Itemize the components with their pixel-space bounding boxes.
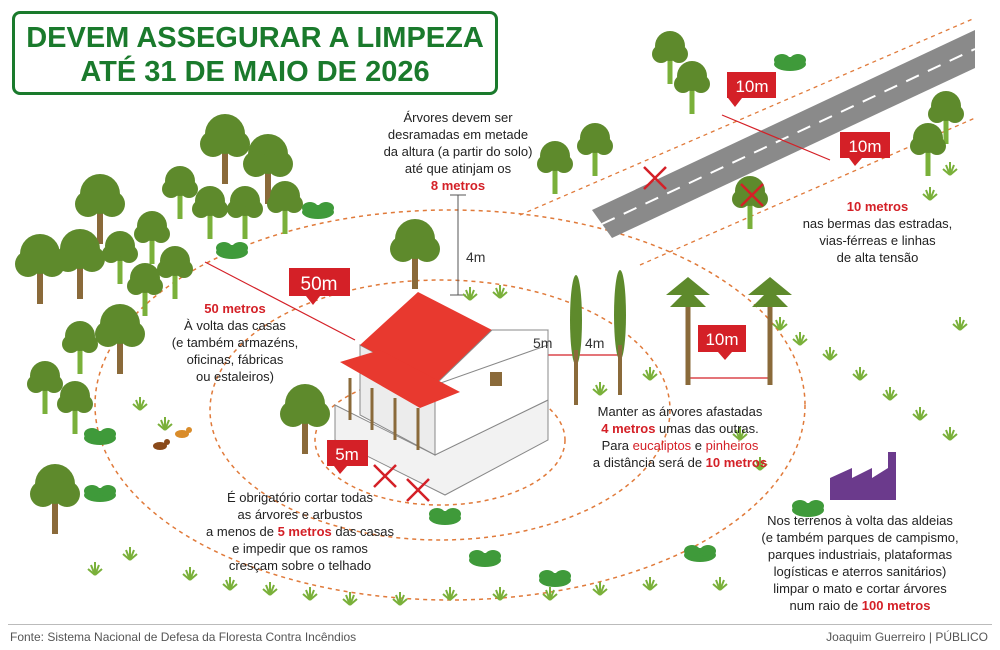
pruning-line: até que atinjam os bbox=[404, 161, 512, 176]
eucalyptus-label: eucaliptos bbox=[632, 438, 692, 453]
cutting-line: É obrigatório cortar todas bbox=[227, 490, 373, 505]
cutting-highlight: 5 metros bbox=[277, 524, 332, 539]
pruning-highlight: 8 metros bbox=[430, 178, 486, 193]
villages-line: limpar o mato e cortar árvores bbox=[773, 581, 947, 596]
houses-line: À volta das casas bbox=[184, 318, 286, 333]
spacing-highlight: 4 metros bbox=[601, 421, 656, 436]
pruning-line: da altura (a partir do solo) bbox=[383, 144, 533, 159]
marker-5m: 5m bbox=[327, 440, 368, 474]
villages-line: num raio de bbox=[789, 598, 862, 613]
spacing-highlight: 10 metros bbox=[705, 455, 768, 470]
road bbox=[592, 30, 975, 238]
circle-50m bbox=[209, 279, 671, 541]
marker-50m-label: 50m bbox=[301, 274, 338, 295]
dogs bbox=[153, 427, 192, 450]
villages-line: Nos terrenos à volta das aldeias bbox=[767, 513, 953, 528]
roads-text: 10 metros nas bermas das estradas, vias-… bbox=[775, 198, 980, 266]
distance-5m: 5m bbox=[533, 335, 552, 351]
marker-10m-mid-label: 10m bbox=[705, 330, 738, 349]
marker-10m-mid: 10m bbox=[698, 325, 746, 360]
marker-10m-top-label: 10m bbox=[735, 77, 768, 96]
houses-text: 50 metros À volta das casas (e também ar… bbox=[160, 300, 310, 385]
marker-5m-label: 5m bbox=[335, 445, 359, 464]
cutting-line: das casas bbox=[331, 524, 394, 539]
roads-line: vias-férreas e linhas bbox=[819, 233, 936, 248]
roads-highlight: 10 metros bbox=[846, 199, 909, 214]
houses-highlight: 50 metros bbox=[204, 301, 266, 316]
pruning-text: Árvores devem ser desramadas em metade d… bbox=[348, 109, 568, 194]
spacing-line: e bbox=[691, 438, 706, 453]
roads-line: nas bermas das estradas, bbox=[802, 216, 953, 231]
marker-10m-right: 10m bbox=[840, 132, 890, 166]
distance-4m-tree: 4m bbox=[466, 249, 485, 265]
cutting-line: a menos de bbox=[206, 524, 278, 539]
spacing-line: a distância será de bbox=[592, 455, 706, 470]
title-box: DEVEM ASSEGURAR A LIMPEZA ATÉ 31 DE MAIO… bbox=[12, 11, 498, 95]
marker-10m-top: 10m bbox=[727, 72, 776, 107]
pruning-line: desramadas em metade bbox=[387, 127, 529, 142]
factory-icon bbox=[830, 452, 896, 500]
cutting-line: e impedir que os ramos bbox=[232, 541, 368, 556]
marker-50m: 50m bbox=[289, 268, 350, 305]
credit-note: Joaquim Guerreiro | PÚBLICO bbox=[826, 630, 988, 644]
villages-line: (e também parques de campismo, bbox=[761, 530, 959, 545]
houses-line: ou estaleiros) bbox=[195, 369, 275, 384]
spacing-line: Para bbox=[601, 438, 633, 453]
distance-4m-cypress: 4m bbox=[585, 335, 604, 351]
title-line-1: DEVEM ASSEGURAR A LIMPEZA bbox=[26, 22, 484, 54]
marker-10m-right-label: 10m bbox=[848, 137, 881, 156]
cutting-line: cresçam sobre o telhado bbox=[228, 558, 372, 573]
houses-line: oficinas, fábricas bbox=[186, 352, 284, 367]
villages-line: parques industriais, plataformas bbox=[767, 547, 953, 562]
pruning-line: Árvores devem ser bbox=[403, 110, 513, 125]
spacing-text: Manter as árvores afastadas 4 metros uma… bbox=[575, 403, 785, 471]
spacing-line: Manter as árvores afastadas bbox=[597, 404, 763, 419]
houses-line: (e também armazéns, bbox=[171, 335, 299, 350]
spacing-line: umas das outras. bbox=[655, 421, 759, 436]
source-note: Fonte: Sistema Nacional de Defesa da Flo… bbox=[10, 630, 357, 644]
title-line-2: ATÉ 31 DE MAIO DE 2026 bbox=[80, 56, 430, 88]
house bbox=[334, 292, 549, 496]
villages-highlight: 100 metros bbox=[861, 598, 931, 613]
pine-label: pinheiros bbox=[705, 438, 759, 453]
footer-divider bbox=[8, 624, 992, 625]
villages-text: Nos terrenos à volta das aldeias (e tamb… bbox=[745, 512, 975, 614]
cutting-text: É obrigatório cortar todas as árvores e … bbox=[200, 489, 400, 574]
roads-line: de alta tensão bbox=[836, 250, 919, 265]
cutting-line: as árvores e arbustos bbox=[237, 507, 363, 522]
villages-line: logísticas e aterros sanitários) bbox=[773, 564, 947, 579]
